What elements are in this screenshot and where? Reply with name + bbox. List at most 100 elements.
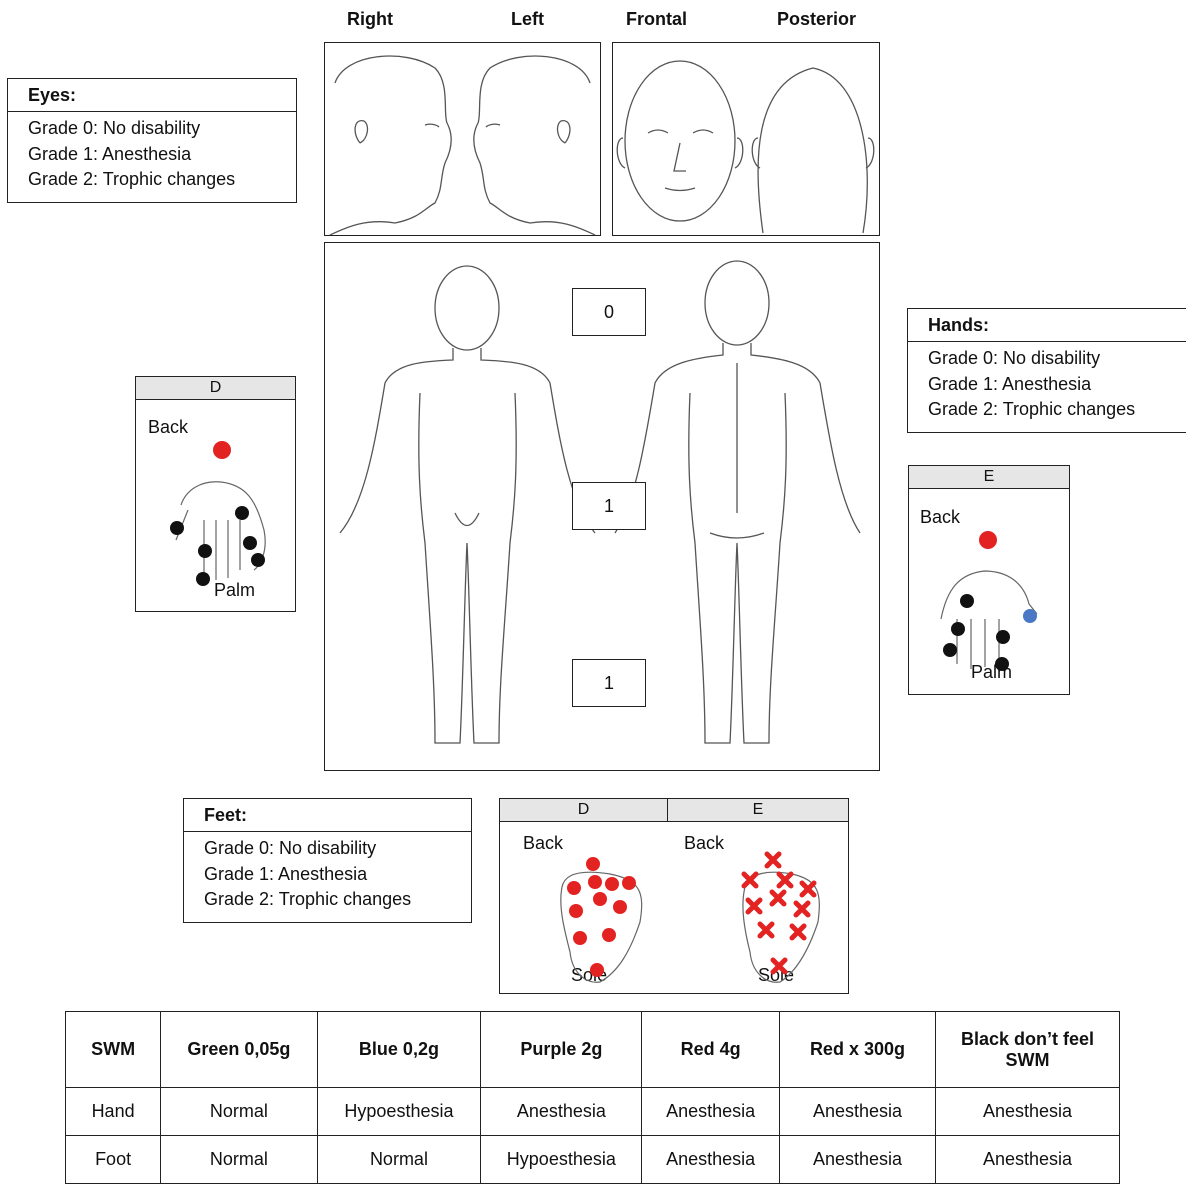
left-foot-x-marker bbox=[764, 851, 782, 869]
feet-card: D E Back Back Sole Sole bbox=[499, 798, 849, 994]
left-foot-x-marker bbox=[799, 880, 817, 898]
header-frontal: Frontal bbox=[626, 9, 687, 29]
eyes-grade-0: Grade 0: No disability bbox=[28, 118, 201, 138]
right-foot-marker bbox=[602, 928, 616, 942]
head-profile-panel bbox=[324, 42, 601, 236]
table-cell: Hypoesthesia bbox=[480, 1135, 643, 1184]
feet-grade-box: 1 bbox=[572, 659, 646, 707]
body-illustration bbox=[339, 260, 861, 744]
left-foot-x-marker bbox=[745, 897, 763, 915]
hands-grade-2: Grade 2: Trophic changes bbox=[928, 399, 1136, 419]
left-foot-back-label: Back bbox=[684, 833, 725, 853]
feet-grade-0: Grade 0: No disability bbox=[204, 838, 377, 858]
left-foot-x-marker bbox=[789, 923, 807, 941]
left-foot-x-marker bbox=[741, 871, 759, 889]
left-foot-markers bbox=[741, 851, 817, 975]
left-foot-x-marker bbox=[776, 871, 794, 889]
left-hand-marker-3 bbox=[996, 630, 1010, 644]
table-row: Foot Normal Normal Hypoesthesia Anesthes… bbox=[64, 1135, 1120, 1184]
table-cell: Anesthesia bbox=[641, 1135, 780, 1184]
right-foot-marker bbox=[586, 857, 600, 871]
feet-illustration bbox=[560, 851, 820, 983]
head-front-back-panel bbox=[612, 42, 880, 236]
right-hand-marker-3 bbox=[198, 544, 212, 558]
table-cell: Anesthesia bbox=[641, 1087, 780, 1136]
left-foot-x-marker bbox=[770, 957, 788, 975]
table-cell: Anesthesia bbox=[778, 1087, 937, 1136]
left-hand-marker-5 bbox=[995, 657, 1009, 671]
table-cell: Hypoesthesia bbox=[316, 1087, 482, 1136]
right-foot-marker bbox=[622, 876, 636, 890]
table-cell: Normal bbox=[316, 1135, 482, 1184]
hands-legend-title: Hands: bbox=[908, 309, 1186, 342]
hands-legend: Hands: Grade 0: No disability Grade 1: A… bbox=[907, 308, 1186, 433]
right-foot-marker bbox=[593, 892, 607, 906]
left-hand-marker-4 bbox=[943, 643, 957, 657]
left-hand-card: E Back Palm bbox=[908, 465, 1070, 695]
eyes-legend-title: Eyes: bbox=[8, 79, 296, 112]
table-cell: Hand bbox=[64, 1087, 162, 1136]
eyes-grade-2: Grade 2: Trophic changes bbox=[28, 169, 236, 189]
table-header-cell: Blue 0,2g bbox=[316, 1011, 482, 1088]
right-foot-markers bbox=[567, 857, 636, 977]
left-hand-illustration bbox=[940, 531, 1038, 671]
eyes-grade-1: Grade 1: Anesthesia bbox=[28, 143, 192, 164]
feet-legend: Feet: Grade 0: No disability Grade 1: An… bbox=[183, 798, 472, 923]
header-posterior: Posterior bbox=[777, 9, 857, 29]
hands-grade-1: Grade 1: Anesthesia bbox=[928, 373, 1092, 394]
left-hand-side-label: E bbox=[909, 466, 1069, 489]
table-cell: Anesthesia bbox=[935, 1135, 1120, 1184]
left-hand-marker-1 bbox=[960, 594, 974, 608]
table-cell: Anesthesia bbox=[935, 1087, 1120, 1136]
right-foot-marker bbox=[590, 963, 604, 977]
hands-grade-0: Grade 0: No disability bbox=[928, 348, 1101, 368]
swm-table: SWM Green 0,05g Blue 0,2g Purple 2g Red … bbox=[64, 1011, 1120, 1184]
table-header-cell: Red x 300g bbox=[778, 1011, 937, 1088]
left-hand-back-label: Back bbox=[920, 507, 961, 527]
left-hand-marker-blue bbox=[1023, 609, 1037, 623]
right-hand-marker-1 bbox=[170, 521, 184, 535]
right-hand-illustration bbox=[170, 441, 266, 586]
right-hand-marker-2 bbox=[235, 506, 249, 520]
feet-left-side-label: E bbox=[752, 801, 764, 818]
head-front-back-illustration bbox=[616, 60, 875, 234]
table-cell: Foot bbox=[64, 1135, 162, 1184]
header-left: Left bbox=[511, 9, 544, 29]
right-hand-marker-6 bbox=[196, 572, 210, 586]
right-foot-marker bbox=[588, 875, 602, 889]
right-hand-back-marker-red bbox=[213, 441, 231, 459]
left-hand-marker-2 bbox=[951, 622, 965, 636]
right-hand-back-label: Back bbox=[148, 417, 189, 437]
right-hand-marker-5 bbox=[251, 553, 265, 567]
table-header-row: SWM Green 0,05g Blue 0,2g Purple 2g Red … bbox=[64, 1011, 1120, 1088]
eyes-grade-box: 0 bbox=[572, 288, 646, 336]
table-cell: Anesthesia bbox=[778, 1135, 937, 1184]
right-hand-marker-4 bbox=[243, 536, 257, 550]
right-foot-back-label: Back bbox=[523, 833, 564, 853]
left-foot-x-marker bbox=[757, 921, 775, 939]
right-hand-palm-label: Palm bbox=[214, 580, 256, 600]
feet-legend-title: Feet: bbox=[184, 799, 471, 832]
table-header-cell: Green 0,05g bbox=[160, 1011, 318, 1088]
eyes-legend: Eyes: Grade 0: No disability Grade 1: An… bbox=[7, 78, 297, 203]
right-foot-marker bbox=[573, 931, 587, 945]
feet-right-side-label: D bbox=[500, 799, 668, 821]
right-foot-marker bbox=[605, 877, 619, 891]
table-cell: Normal bbox=[160, 1135, 318, 1184]
head-profile-illustration bbox=[329, 55, 596, 235]
left-foot-x-marker bbox=[769, 889, 787, 907]
header-right: Right bbox=[347, 9, 393, 29]
table-header-cell: Black don’t feel SWM bbox=[935, 1011, 1120, 1088]
right-hand-card: D Back Palm bbox=[135, 376, 296, 612]
right-foot-marker bbox=[569, 904, 583, 918]
table-header-cell: Purple 2g bbox=[480, 1011, 643, 1088]
table-header-cell: Red 4g bbox=[641, 1011, 780, 1088]
feet-card-header: D E bbox=[500, 799, 848, 822]
right-foot-marker bbox=[567, 881, 581, 895]
left-hand-back-marker-red bbox=[979, 531, 997, 549]
right-foot-marker bbox=[613, 900, 627, 914]
right-hand-side-label: D bbox=[136, 377, 295, 400]
feet-grade-1: Grade 1: Anesthesia bbox=[204, 863, 368, 884]
left-foot-x-marker bbox=[793, 900, 811, 918]
feet-grade-2: Grade 2: Trophic changes bbox=[204, 889, 412, 909]
